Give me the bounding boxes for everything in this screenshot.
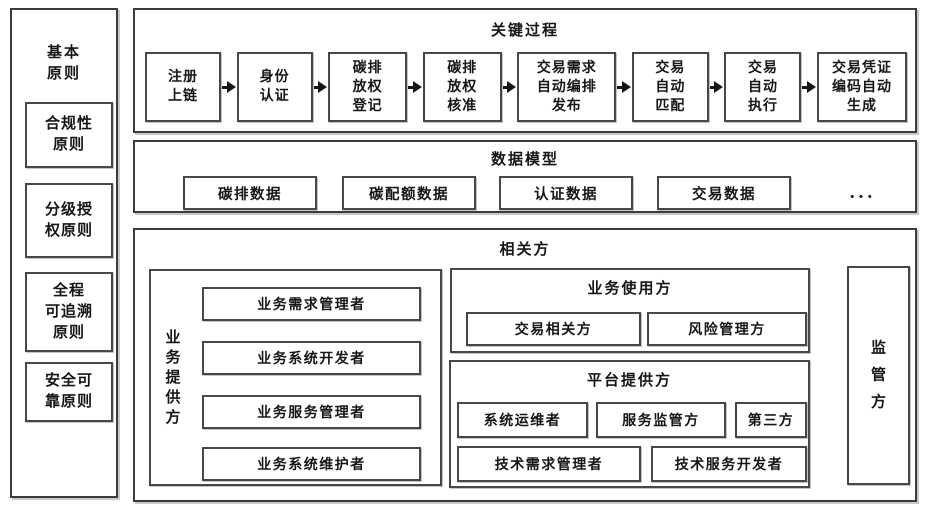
data-model-ellipsis: ... [849,182,877,203]
process-step-voucher-code-generation: 交易凭证 编码自动 生成 [817,52,908,122]
process-step-emission-right-approval: 碳排 放权 核准 [422,52,502,122]
flow-arrow-icon [617,81,631,93]
principle-box-compliance: 合规性 原则 [25,102,113,168]
platform-provider-title: 平台提供方 [586,373,672,389]
platform-item-third-party: 第三方 [735,402,807,438]
data-model-box-transaction: 交易数据 [657,176,791,210]
process-step-emission-right-registration: 碳排 放权 登记 [328,52,408,122]
flow-arrow-icon [503,81,517,93]
flow-arrow-icon [710,81,724,93]
process-step-register-onchain: 注册 上链 [145,52,221,122]
platform-item-system-operator: 系统运维者 [457,402,588,438]
process-step-auto-matching: 交易 自动 匹配 [631,52,709,122]
business-user-group: 业务使用方 交易相关方 风险管理方 [450,268,810,353]
platform-provider-group: 平台提供方 系统运维者 服务监管方 第三方 技术需求管理者 技术服务开发者 [449,360,810,488]
principles-title: 基本 原则 [46,45,81,82]
data-model-panel: 数据模型 碳排数据 碳配额数据 认证数据 交易数据 ... [133,140,917,213]
business-provider-item-service-manager: 业务服务管理者 [202,395,421,429]
flow-arrow-icon [314,81,328,93]
data-model-box-certification: 认证数据 [499,176,633,210]
principle-box-full-traceability: 全程 可追溯 原则 [25,272,113,352]
key-process-title: 关键过程 [490,23,559,39]
flow-arrow-icon [802,81,816,93]
process-step-auto-execution: 交易 自动 执行 [724,52,802,122]
business-user-title: 业务使用方 [587,281,673,297]
business-provider-item-system-developer: 业务系统开发者 [202,341,421,375]
business-provider-item-demand-manager: 业务需求管理者 [202,287,421,321]
data-model-box-emission: 碳排数据 [183,176,317,210]
process-step-demand-auto-orchestration: 交易需求 自动编排 发布 [517,52,617,122]
business-provider-group: 业 务 提 供 方 业务需求管理者 业务系统开发者 业务服务管理者 业务系统维护… [149,269,442,486]
flow-arrow-icon [222,81,236,93]
flow-arrow-icon [408,81,422,93]
platform-item-tech-service-developer: 技术服务开发者 [651,446,807,482]
business-user-item-trading-party: 交易相关方 [466,312,641,346]
data-model-box-quota: 碳配额数据 [342,176,476,210]
business-user-item-risk-manager: 风险管理方 [647,312,807,346]
data-model-title: 数据模型 [490,152,559,168]
business-provider-label: 业 务 提 供 方 [165,329,181,426]
business-provider-item-system-maintainer: 业务系统维护者 [202,447,421,481]
stakeholders-panel: 相关方 业 务 提 供 方 业务需求管理者 业务系统开发者 业务服务管理者 业务… [133,228,917,502]
regulator-label: 监 管 方 [870,340,886,410]
principles-panel: 基本 原则 合规性 原则 分级授 权原则 全程 可追溯 原则 安全可 靠原则 [10,8,118,498]
principle-box-security-reliability: 安全可 靠原则 [25,362,113,422]
platform-item-service-supervisor: 服务监管方 [596,402,726,438]
key-process-flow: 注册 上链 身份 认证 碳排 放权 登记 碳排 放权 核准 交易需求 自动编排 … [145,52,908,122]
principle-box-tiered-authorization: 分级授 权原则 [25,183,113,258]
platform-item-tech-demand-manager: 技术需求管理者 [457,446,641,482]
process-step-identity-auth: 身份 认证 [236,52,313,122]
stakeholders-title: 相关方 [499,242,551,258]
regulator-group: 监 管 方 [847,266,910,485]
key-process-panel: 关键过程 注册 上链 身份 认证 碳排 放权 登记 碳排 放权 核准 交易需求 … [133,8,917,133]
